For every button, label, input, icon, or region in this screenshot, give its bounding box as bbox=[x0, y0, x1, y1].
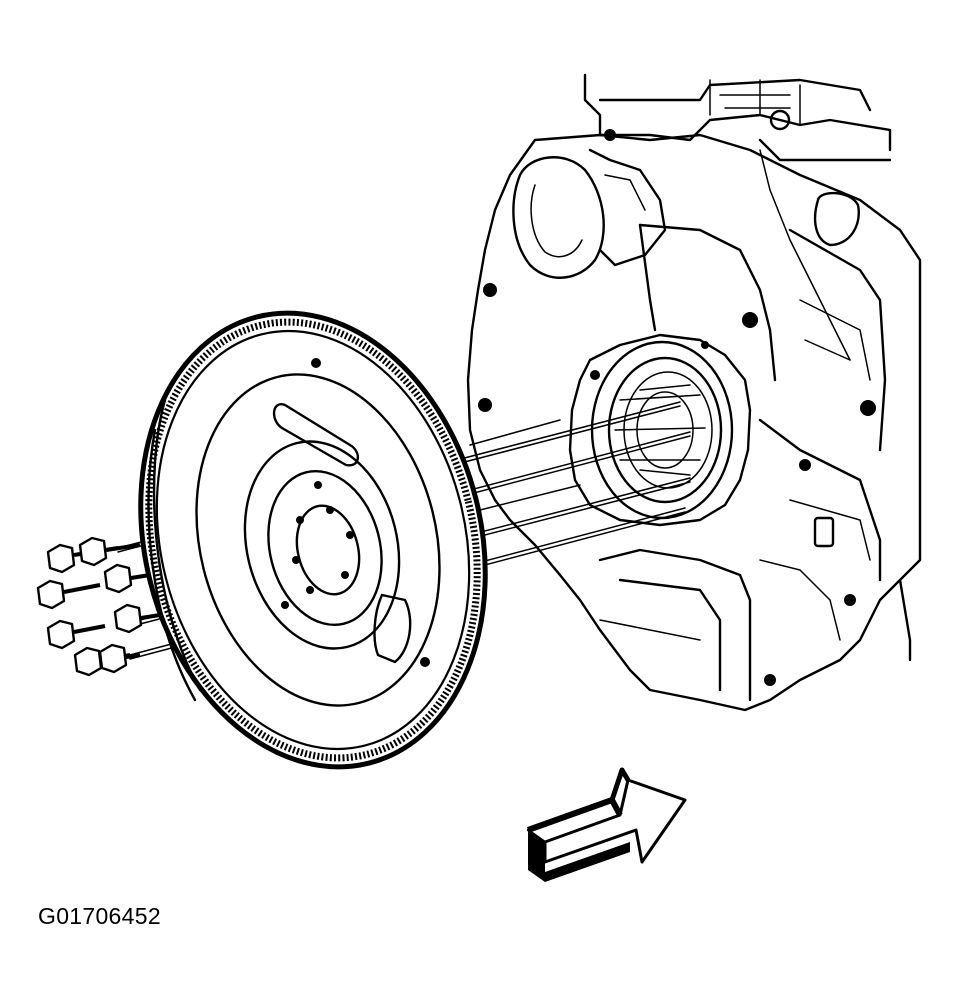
flywheel bbox=[138, 310, 488, 770]
bolt bbox=[46, 619, 106, 650]
bolt bbox=[113, 603, 161, 634]
flywheel-bolts bbox=[36, 536, 161, 677]
bolt bbox=[36, 579, 101, 610]
bolt bbox=[98, 643, 141, 674]
bolt bbox=[103, 563, 151, 594]
crankshaft-rear-seal bbox=[636, 384, 694, 476]
direction-arrow bbox=[526, 767, 687, 882]
engine-block bbox=[466, 73, 922, 712]
bolt bbox=[78, 536, 141, 567]
figure-id-label: G01706452 bbox=[38, 903, 161, 929]
